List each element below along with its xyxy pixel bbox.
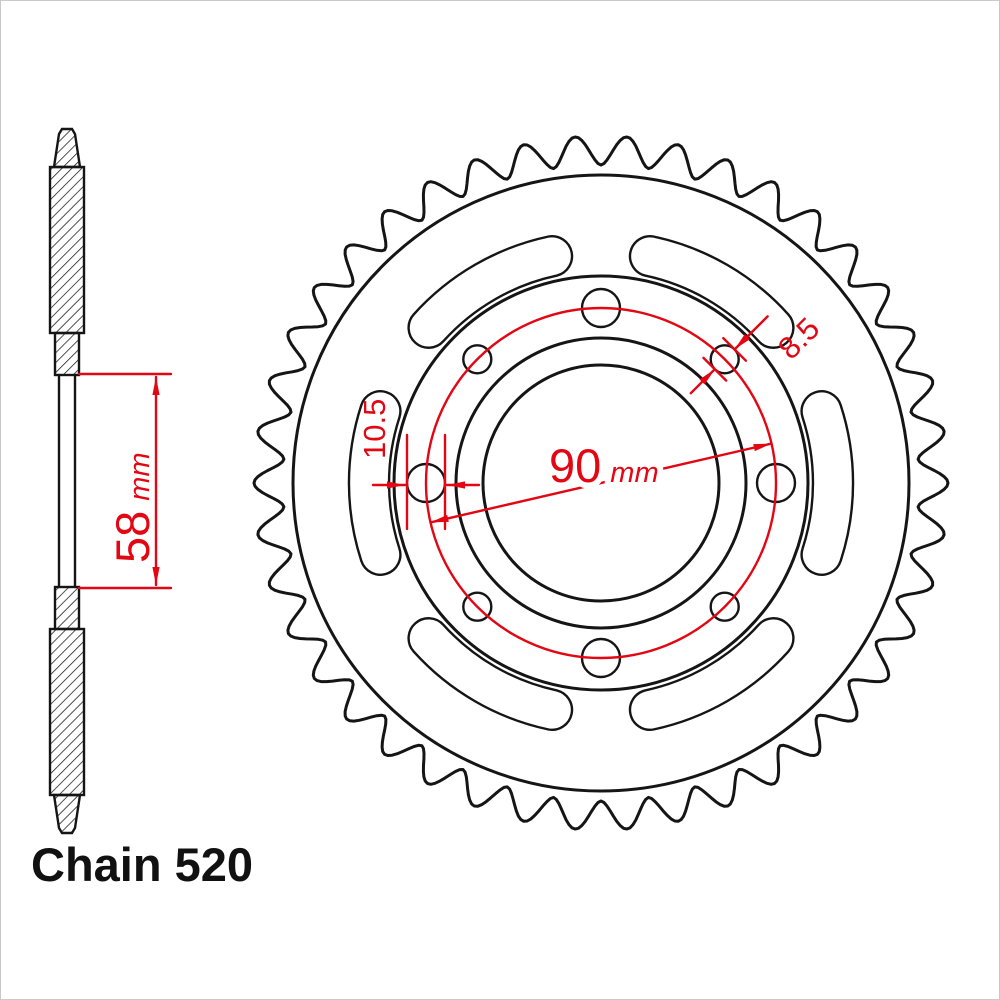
lightening-slot bbox=[800, 390, 855, 576]
large-hole-dimension-label: 10.5 bbox=[357, 399, 392, 459]
dimension-bore-58: 58 mm bbox=[77, 372, 173, 590]
lightening-slot bbox=[628, 617, 795, 731]
lightening-slot bbox=[628, 235, 795, 349]
side-view-tooth-tip-bottom bbox=[52, 793, 82, 835]
chain-size-caption: Chain 520 bbox=[31, 838, 253, 891]
dimension-large-hole-10-5: 10.5 bbox=[357, 399, 481, 531]
bolt-hole-small bbox=[462, 344, 493, 375]
small-hole-arrow-inner bbox=[689, 368, 716, 395]
gear-teeth-outline bbox=[252, 135, 950, 831]
dimension-layer: 90 mm 10.5 8.5 58 mm bbox=[77, 306, 826, 660]
side-view-hub-bottom-section bbox=[53, 585, 81, 631]
lightening-slots bbox=[347, 235, 855, 731]
dimension-small-hole-8-5: 8.5 bbox=[689, 311, 826, 395]
bolt-hole-small bbox=[462, 591, 493, 622]
bore-unit: mm bbox=[124, 452, 156, 500]
small-hole-dimension-label: 8.5 bbox=[771, 311, 826, 366]
bore-value: 58 bbox=[106, 511, 159, 563]
dimension-bolt-circle-90: 90 mm bbox=[429, 433, 773, 524]
lightening-slot bbox=[407, 617, 574, 731]
bolt-circle-unit: mm bbox=[610, 457, 658, 489]
bolt-hole-small bbox=[709, 591, 740, 622]
bolt-hole-small bbox=[709, 344, 740, 375]
tooth-ring-inner-circle bbox=[291, 173, 911, 793]
side-view-tooth-tip-top bbox=[52, 127, 82, 169]
bore-dimension-label: 58 mm bbox=[106, 452, 159, 563]
side-view-plate-top-section bbox=[48, 165, 86, 335]
bolt-circle-value: 90 bbox=[549, 439, 601, 492]
side-view-hub-top-section bbox=[53, 331, 81, 377]
lightening-slot bbox=[407, 235, 574, 349]
lightening-slot bbox=[347, 390, 402, 576]
side-view-plate-bottom-section bbox=[48, 627, 86, 797]
bolt-circle-dimension-label: 90 mm bbox=[549, 439, 659, 492]
sprocket-side-view bbox=[48, 127, 86, 835]
bolt-circle-dimension-line bbox=[429, 442, 773, 524]
small-hole-arrow-outer bbox=[733, 315, 769, 351]
bolt-circle-reference bbox=[424, 306, 778, 660]
